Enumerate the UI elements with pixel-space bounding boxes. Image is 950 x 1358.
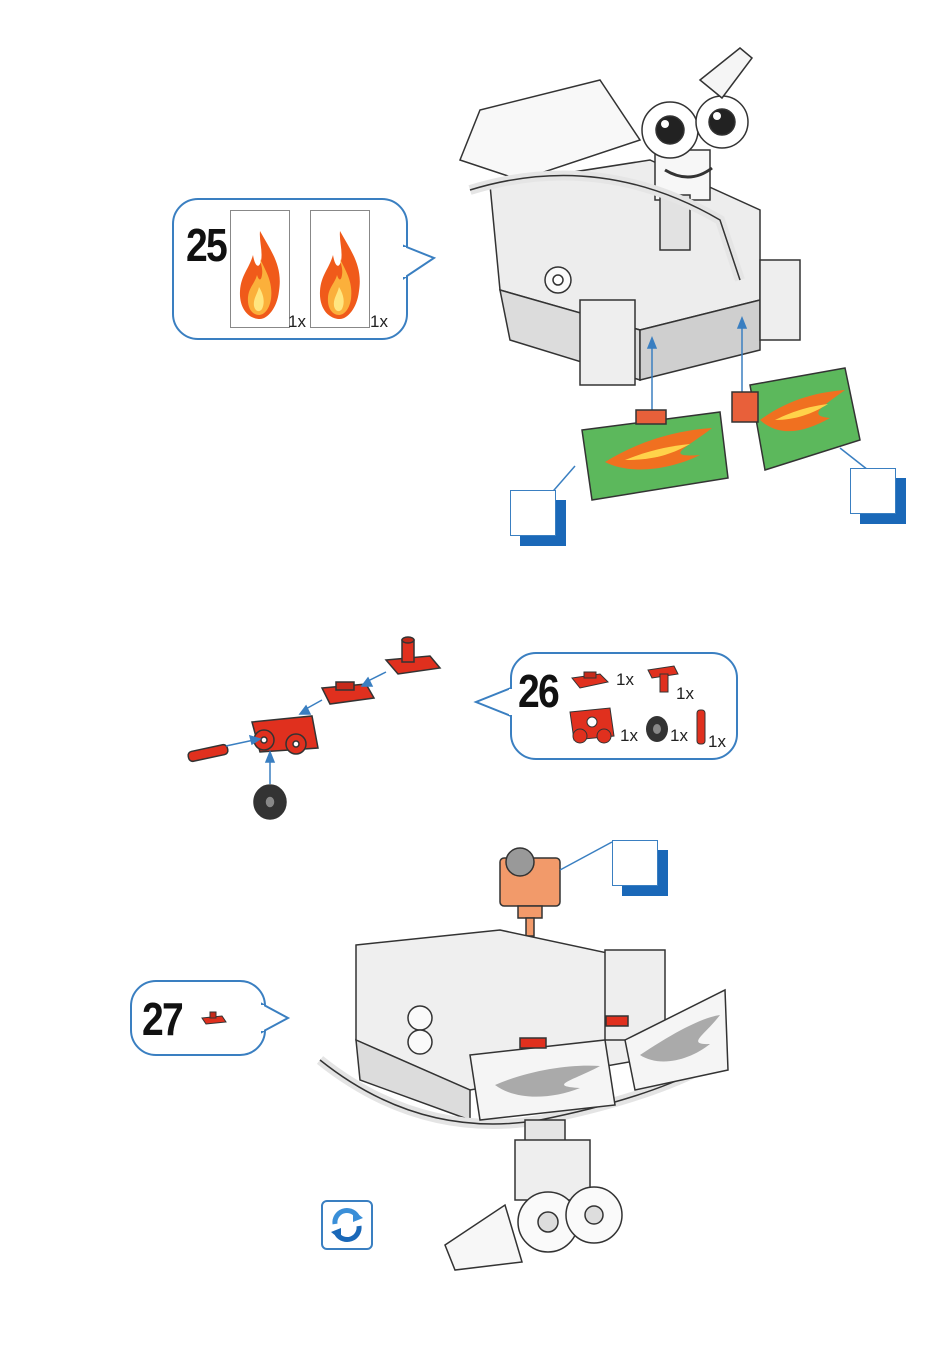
step-27-position-marker bbox=[612, 840, 658, 886]
rotate-model-icon bbox=[321, 1200, 373, 1250]
